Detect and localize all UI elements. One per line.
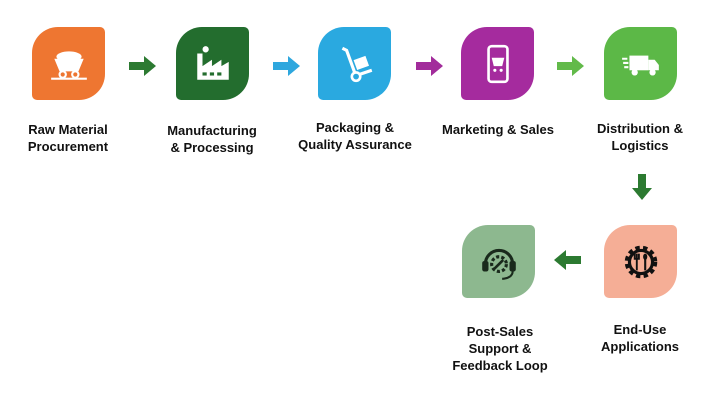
step-label-distribution: Distribution &Logistics (597, 121, 683, 153)
marketing-box (461, 27, 534, 100)
support-headset-icon (481, 248, 516, 280)
arrow-down (632, 174, 652, 200)
post-sales-box (462, 225, 535, 298)
raw-material-box (32, 27, 105, 100)
arrow-right-3 (416, 56, 443, 76)
mine-cart-icon (50, 50, 87, 80)
packaging-box (318, 27, 391, 100)
arrow-right-1 (129, 56, 156, 76)
step-label-packaging: Packaging &Quality Assurance (298, 120, 412, 152)
distribution-box (604, 27, 677, 100)
hand-truck-icon (341, 46, 372, 82)
manufacturing-box (176, 27, 249, 100)
factory-icon (196, 45, 229, 80)
arrow-left (554, 250, 581, 270)
arrow-right-4 (557, 56, 584, 76)
step-label-marketing: Marketing & Sales (442, 122, 554, 137)
gear-utensils-icon (624, 245, 657, 278)
end-use-box (604, 225, 677, 298)
arrow-right-2 (273, 56, 300, 76)
step-label-manufacturing: Manufacturing& Processing (167, 123, 257, 155)
delivery-truck-icon (621, 55, 659, 76)
mobile-shopping-icon (486, 44, 509, 83)
